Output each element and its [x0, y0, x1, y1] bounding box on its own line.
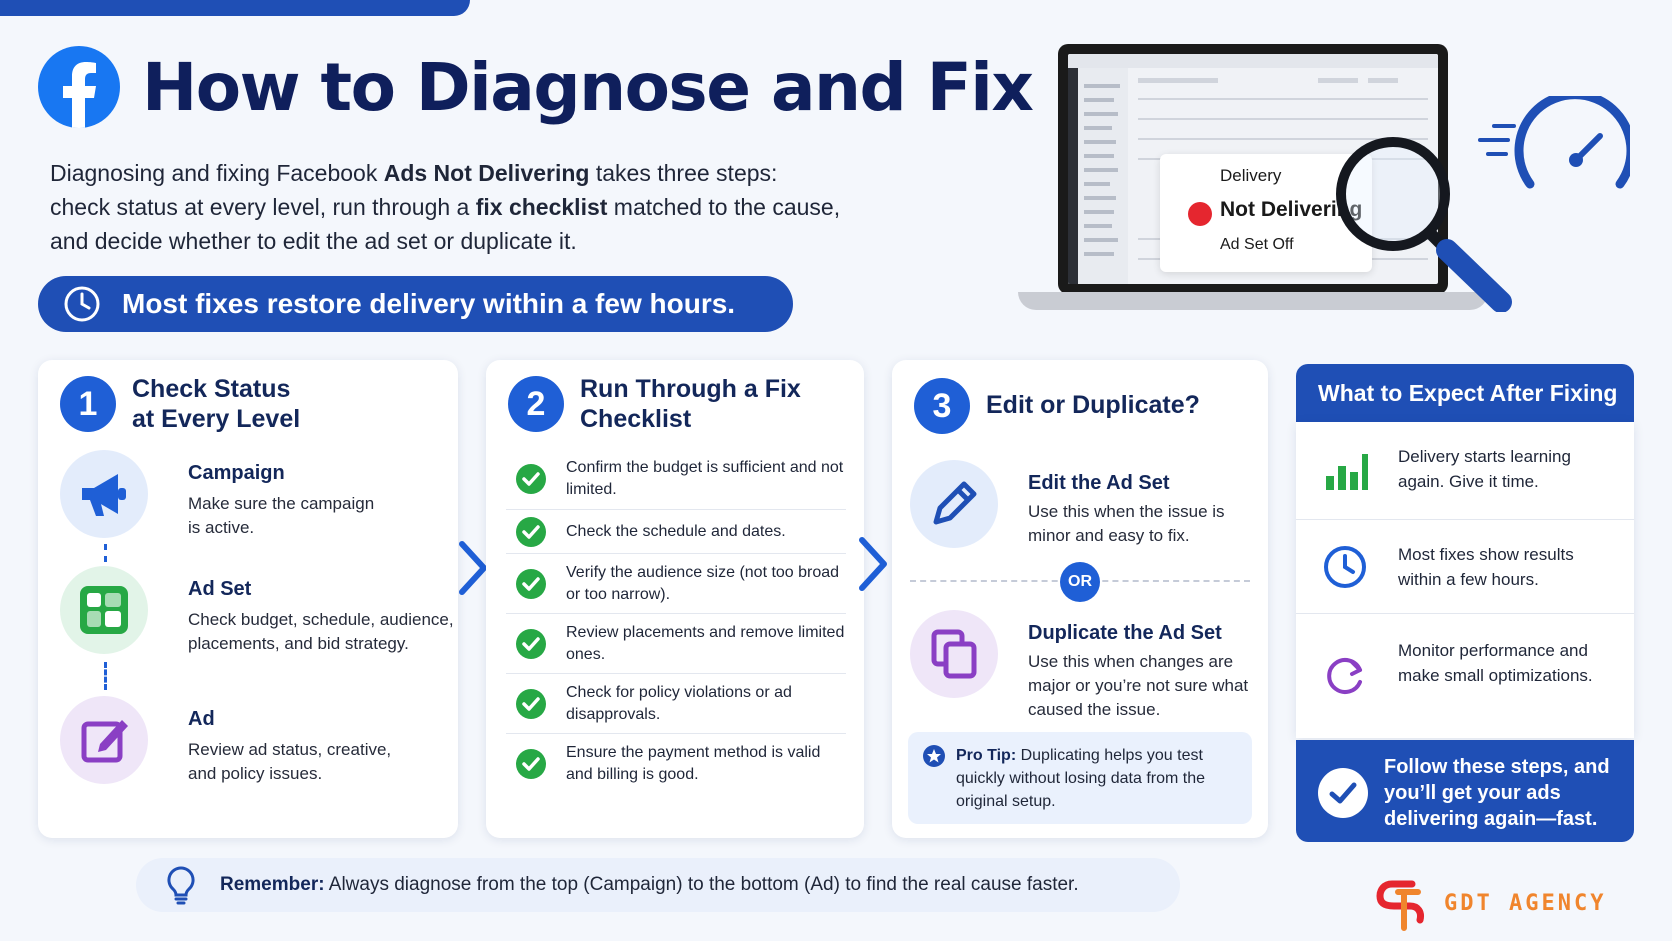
check-icon: [516, 568, 546, 599]
checklist-item: Verify the audience size (not too broad …: [506, 554, 846, 614]
checklist-item: Check the schedule and dates.: [506, 510, 846, 554]
magnifier-icon: [1336, 137, 1512, 312]
step1-title: Check Status at Every Level: [132, 375, 301, 433]
option-desc: Use this when the issue is minor and eas…: [1028, 502, 1225, 545]
step3-title: Edit or Duplicate?: [986, 391, 1200, 419]
level-name: Ad Set: [188, 578, 252, 600]
connector-line: [104, 544, 107, 562]
ad-set-off-label: Ad Set Off: [1220, 236, 1294, 253]
pencil-icon: [910, 460, 998, 548]
brand-logo: GDT AGENCY: [1374, 874, 1606, 932]
copy-icon: [910, 610, 998, 698]
option-desc: Use this when changes are major or you’r…: [1028, 652, 1249, 719]
level-desc: Make sure the campaign is active.: [188, 494, 375, 537]
follow-steps-banner: Follow these steps, and you’ll get your …: [1296, 740, 1634, 842]
intro-text: Diagnosing and fixing Facebook Ads Not D…: [50, 160, 841, 254]
facebook-logo-icon: [38, 46, 120, 128]
level-name: Campaign: [188, 462, 285, 484]
option-name: Duplicate the Ad Set: [1028, 622, 1222, 644]
check-icon: [516, 463, 546, 494]
checklist-item: Ensure the payment method is valid and b…: [506, 734, 846, 794]
top-accent-strip: [0, 0, 470, 16]
delivery-status-popup: Delivery Not Delivering Ad Set Off: [1160, 154, 1372, 272]
clock-icon: [1324, 546, 1366, 588]
chevron-right-icon: [859, 537, 887, 591]
check-icon: [516, 516, 546, 547]
check-icon: [516, 749, 546, 779]
gdt-logo-icon: [1376, 880, 1424, 931]
step3-card: 3 Edit or Duplicate? Edit the Ad Set Use…: [892, 360, 1268, 838]
step2-number: 2: [508, 376, 564, 432]
clock-icon: [64, 286, 100, 322]
level-desc: Review ad status, creative, and policy i…: [188, 740, 392, 783]
expect-item: Delivery starts learning again. Give it …: [1296, 422, 1634, 520]
check-icon: [516, 688, 546, 719]
checklist-item: Review placements and remove limited one…: [506, 614, 846, 674]
step2-title: Run Through a Fix Checklist: [580, 375, 801, 433]
lightbulb-icon: [167, 866, 195, 905]
or-badge: OR: [1060, 562, 1100, 602]
pro-tip-text: Pro Tip: Duplicating helps you test quic…: [956, 747, 1206, 810]
follow-steps-text: Follow these steps, and you’ll get your …: [1384, 756, 1610, 830]
remember-text: Remember: Always diagnose from the top (…: [220, 874, 1079, 895]
red-status-dot-icon: [1188, 202, 1212, 226]
check-icon: [516, 628, 546, 659]
banner-text: Most fixes restore delivery within a few…: [122, 288, 736, 319]
step1-card: 1 Check Status at Every Level Campaign M…: [38, 360, 458, 838]
level-desc: Check budget, schedule, audience, placem…: [188, 610, 454, 653]
brand-name: GDT AGENCY: [1444, 890, 1607, 916]
level-name: Ad: [188, 708, 215, 730]
bar-chart-icon: [1326, 454, 1368, 490]
step3-number: 3: [914, 378, 970, 434]
chevron-right-icon: [459, 541, 487, 595]
remember-bar: Remember: Always diagnose from the top (…: [136, 858, 1180, 912]
not-delivering-status: Not Delivering: [1220, 198, 1363, 221]
option-name: Edit the Ad Set: [1028, 472, 1170, 494]
step2-card: 2 Run Through a Fix Checklist Confirm th…: [486, 360, 864, 838]
expect-title: What to Expect After Fixing: [1296, 364, 1634, 422]
megaphone-icon: [60, 450, 148, 538]
grid-icon: [60, 566, 148, 654]
checklist-item: Check for policy violations or ad disapp…: [506, 674, 846, 734]
edit-icon: [60, 696, 148, 784]
expect-list: Delivery starts learning again. Give it …: [1296, 422, 1634, 738]
expect-item: Monitor performance and make small optim…: [1296, 614, 1634, 738]
connector-line: [104, 662, 107, 690]
refresh-icon: [1327, 658, 1362, 694]
star-icon: [923, 745, 945, 767]
expect-card: What to Expect After Fixing Delivery sta…: [1296, 360, 1634, 842]
laptop-base: [1018, 292, 1488, 310]
expect-item: Most fixes show results within a few hou…: [1296, 520, 1634, 614]
pro-tip-box: Pro Tip: Duplicating helps you test quic…: [908, 732, 1252, 824]
checklist-item: Confirm the budget is sufficient and not…: [506, 448, 846, 510]
checkmark-icon: [1318, 768, 1368, 818]
delivery-label: Delivery: [1220, 166, 1282, 185]
fix-time-banner: Most fixes restore delivery within a few…: [38, 276, 793, 332]
speedometer-icon: [1478, 96, 1630, 189]
step1-number: 1: [60, 376, 116, 432]
